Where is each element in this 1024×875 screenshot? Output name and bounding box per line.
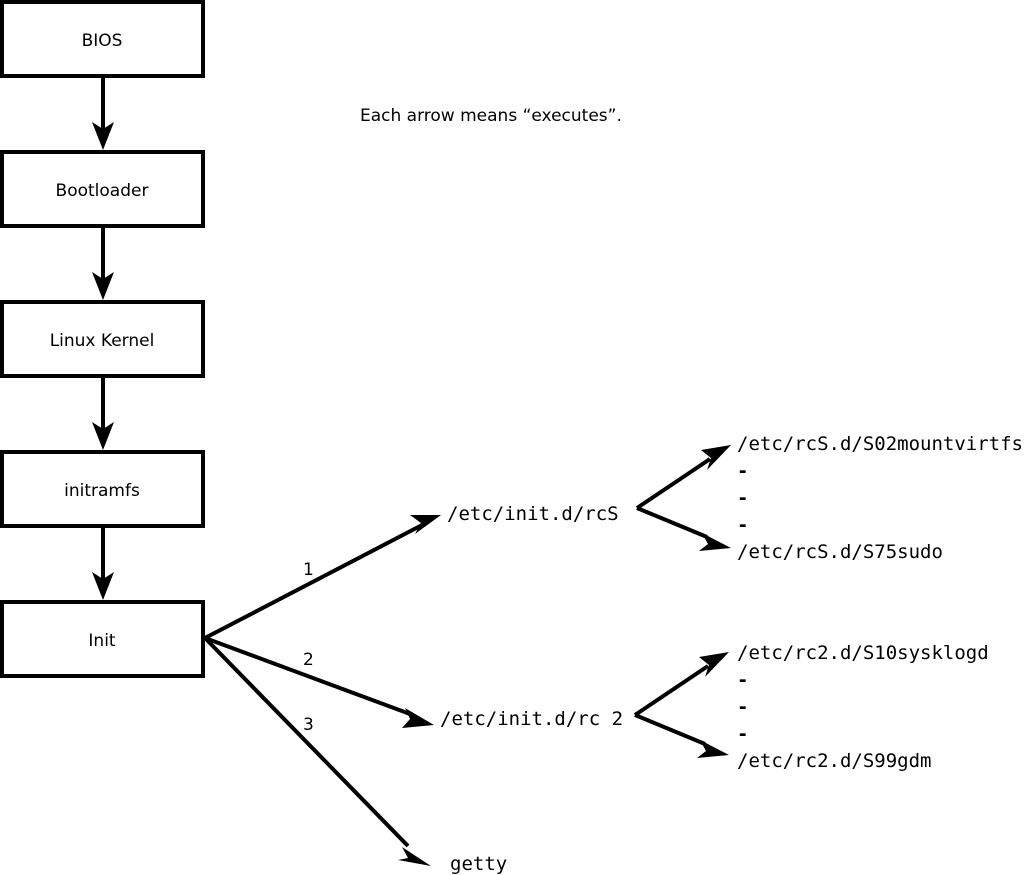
node-init: Init (0, 600, 205, 678)
bootloader-label: Bootloader (56, 181, 149, 201)
rc2-ellipsis-dash-1: - (737, 669, 748, 691)
arrow-bios-to-bootloader (92, 76, 114, 150)
node-rc2-label: /etc/init.d/rc 2 (440, 708, 623, 730)
arrow-rc2-to-first (633, 652, 729, 717)
initramfs-label: initramfs (64, 481, 140, 501)
init-box (0, 600, 205, 678)
rc2-ellipsis-dash-3: - (737, 723, 748, 745)
arrow-rcs-to-first (635, 445, 731, 510)
leaf-rcs-first-label: /etc/rcS.d/S02mountvirtfs (737, 433, 1023, 455)
arrow-rcs-to-last (636, 506, 731, 551)
rcs-ellipsis-dash-2: - (737, 487, 748, 509)
node-rcs-label: /etc/init.d/rcS (447, 503, 619, 525)
bios-label: BIOS (82, 31, 123, 51)
bios-box (0, 0, 205, 78)
arrow-bootloader-to-kernel (92, 226, 114, 300)
arrow-initramfs-to-init (92, 526, 114, 600)
node-bios: BIOS (0, 0, 205, 78)
linux-kernel-label: Linux Kernel (50, 331, 155, 351)
leaf-rc2-first-label: /etc/rc2.d/S10sysklogd (737, 642, 989, 664)
branch-2-number: 2 (303, 650, 314, 670)
arrow-init-branch-1 (204, 515, 441, 640)
init-label: Init (88, 631, 116, 651)
node-linux-kernel: Linux Kernel (0, 300, 205, 378)
rcs-ellipsis-dash-1: - (737, 460, 748, 482)
leaf-rc2-last-label: /etc/rc2.d/S99gdm (737, 750, 931, 772)
arrow-rc2-to-last (634, 713, 729, 758)
rcs-ellipsis-dash-3: - (737, 514, 748, 536)
node-getty-label: getty (450, 853, 507, 875)
branch-1-number: 1 (303, 560, 314, 580)
rc2-ellipsis-dash-2: - (737, 696, 748, 718)
leaf-rcs-last-label: /etc/rcS.d/S75sudo (737, 541, 943, 563)
branch-3-number: 3 (303, 715, 314, 735)
arrow-init-branch-3 (203, 636, 431, 866)
node-bootloader: Bootloader (0, 150, 205, 228)
arrow-kernel-to-initramfs (92, 376, 114, 450)
diagram-caption: Each arrow means “executes”. (360, 106, 622, 126)
node-initramfs: initramfs (0, 450, 205, 528)
arrow-init-branch-2 (204, 636, 434, 728)
initramfs-box (0, 450, 205, 528)
